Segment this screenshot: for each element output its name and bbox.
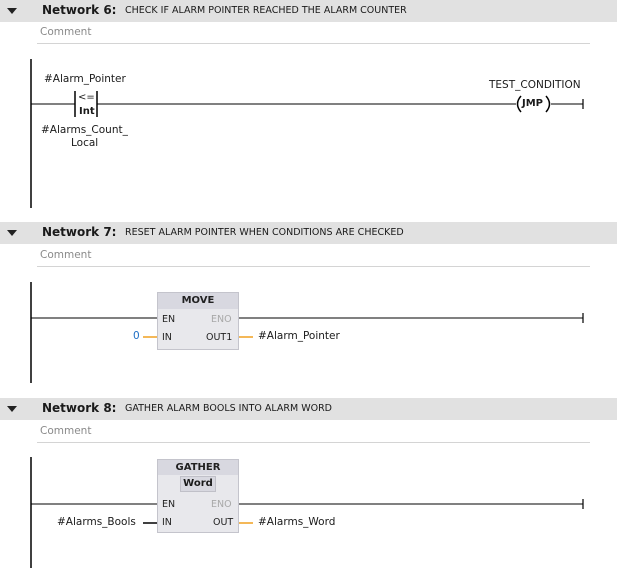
collapse-triangle-icon[interactable] [7,230,17,236]
contact-bottom-operand[interactable]: #Alarms_Count_ [41,124,128,136]
network-8-header[interactable]: Network 8: GATHER ALARM BOOLS INTO ALARM… [0,398,617,420]
gather-block[interactable]: GATHER Word EN ENO IN OUT [157,459,239,533]
gather-pin-en: EN [162,499,176,510]
network-7-header[interactable]: Network 7: RESET ALARM POINTER WHEN COND… [0,222,617,244]
gather-type-selector[interactable]: Word [180,476,216,492]
network-6-header[interactable]: Network 6: CHECK IF ALARM POINTER REACHE… [0,0,617,22]
contact-top-operand[interactable]: #Alarm_Pointer [44,73,126,85]
contact-op-symbol: <= [78,92,95,103]
move-pin-eno: ENO [211,314,232,325]
coil-symbol: JMP [522,98,544,109]
network-7-description[interactable]: RESET ALARM POINTER WHEN CONDITIONS ARE … [125,227,404,238]
network-6-description[interactable]: CHECK IF ALARM POINTER REACHED THE ALARM… [125,5,407,16]
move-block[interactable]: MOVE EN ENO IN OUT1 [157,292,239,350]
gather-pin-in: IN [162,517,172,528]
move-in-value[interactable]: 0 [133,330,140,342]
network-7-comment[interactable]: Comment [37,246,590,267]
move-pin-in: IN [162,332,172,343]
network-7-title: Network 7: [42,225,117,239]
collapse-triangle-icon[interactable] [7,8,17,14]
gather-pin-eno: ENO [211,499,232,510]
move-pin-out: OUT1 [206,332,233,343]
gather-in-value[interactable]: #Alarms_Bools [57,516,136,528]
move-block-title: MOVE [158,293,238,309]
network-8-title: Network 8: [42,401,117,415]
gather-out-value[interactable]: #Alarms_Word [258,516,336,528]
coil-label[interactable]: TEST_CONDITION [489,79,581,91]
contact-bottom-operand-line2: Local [71,137,99,149]
coil-right-arc [545,95,551,113]
network-6-title: Network 6: [42,3,117,17]
network-8-description[interactable]: GATHER ALARM BOOLS INTO ALARM WORD [125,403,332,414]
move-out-value[interactable]: #Alarm_Pointer [258,330,340,342]
move-pin-en: EN [162,314,176,325]
contact-type: Int [79,106,95,117]
gather-pin-out: OUT [213,517,234,528]
gather-block-title: GATHER [158,460,238,475]
network-6-comment[interactable]: Comment [37,23,590,44]
network-8-comment[interactable]: Comment [37,422,590,443]
collapse-triangle-icon[interactable] [7,406,17,412]
coil-left-arc [516,95,522,113]
